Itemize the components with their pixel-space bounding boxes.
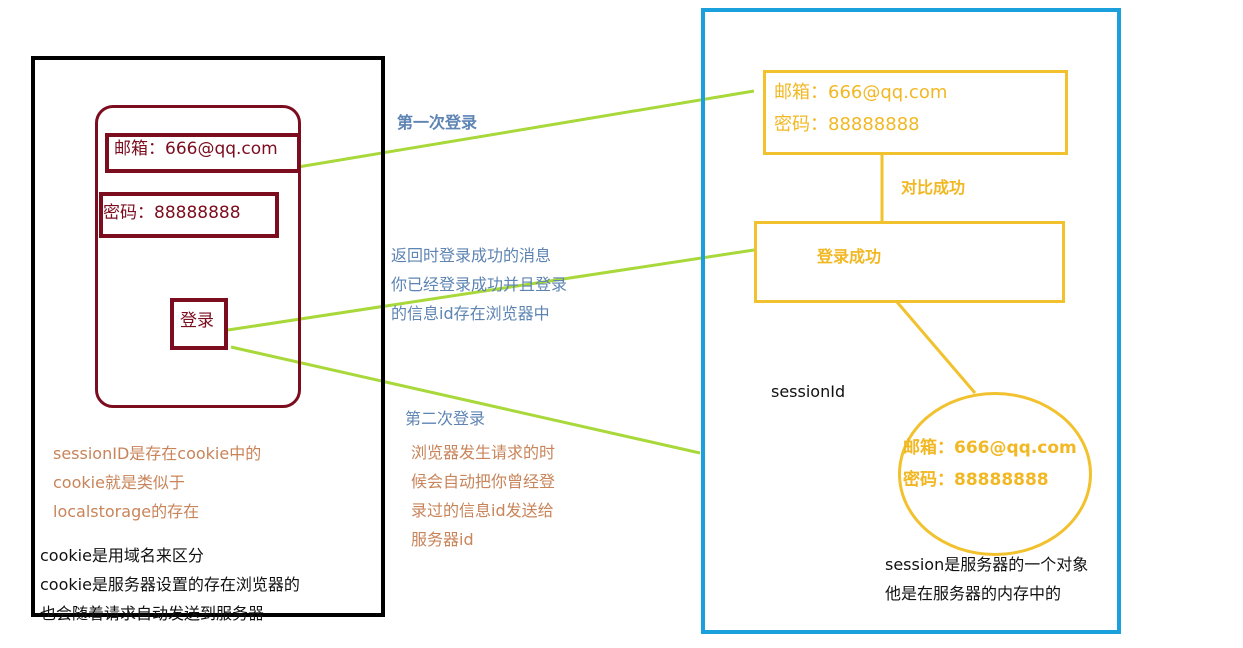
first-login-label: 第一次登录	[397, 113, 478, 132]
first-login-line	[297, 89, 755, 169]
login-success-label: 登录成功	[817, 247, 882, 266]
note-cookie-line-1: cookie是用域名来区分	[40, 546, 204, 565]
server-cred-email: 邮箱：666@qq.com	[774, 82, 948, 103]
return-message-line-2: 你已经登录成功并且登录	[391, 275, 568, 294]
return-message-line-3: 的信息id存在浏览器中	[391, 304, 550, 323]
email-field-text: 邮箱：666@qq.com	[114, 139, 278, 159]
password-field-text: 密码：88888888	[103, 203, 241, 223]
server-cred-password: 密码：88888888	[774, 114, 920, 135]
session-note-line-2: 他是在服务器的内存中的	[885, 584, 1062, 603]
session-connector	[895, 301, 977, 394]
note-cookie-line-2: cookie是服务器设置的存在浏览器的	[40, 575, 300, 594]
second-login-label: 第二次登录	[405, 409, 486, 428]
note-session-line-2: cookie就是类似于	[53, 473, 185, 492]
email-field[interactable]: 邮箱：666@qq.com	[105, 133, 301, 173]
second-desc-line-4: 服务器id	[411, 530, 474, 549]
server-credentials-box: 邮箱：666@qq.com 密码：88888888	[763, 70, 1068, 155]
note-session-line-3: localstorage的存在	[53, 502, 200, 521]
second-desc-line-3: 录过的信息id发送给	[411, 501, 554, 520]
session-password: 密码：88888888	[903, 470, 1049, 490]
return-message-line-1: 返回时登录成功的消息	[391, 246, 552, 265]
login-button[interactable]: 登录	[170, 298, 228, 350]
second-desc-line-1: 浏览器发生请求的时	[411, 443, 556, 462]
note-cookie-line-3: 也会随着请求自动发送到服务器	[40, 604, 265, 623]
login-button-label: 登录	[180, 311, 214, 331]
browser-frame	[31, 56, 385, 617]
note-session-line-1: sessionID是存在cookie中的	[53, 444, 262, 463]
session-email: 邮箱：666@qq.com	[903, 438, 1077, 458]
return-message-line	[227, 248, 755, 332]
session-object	[898, 392, 1092, 556]
password-field[interactable]: 密码：88888888	[99, 192, 279, 238]
compare-success-label: 对比成功	[901, 178, 966, 197]
session-id-label: sessionId	[771, 382, 846, 401]
server-frame	[701, 8, 1121, 634]
login-success-box: 登录成功	[754, 221, 1065, 303]
login-form-panel	[95, 105, 301, 408]
session-note-line-1: session是服务器的一个对象	[885, 555, 1089, 574]
second-desc-line-2: 候会自动把你曾经登	[411, 472, 556, 491]
second-login-line	[230, 345, 701, 455]
